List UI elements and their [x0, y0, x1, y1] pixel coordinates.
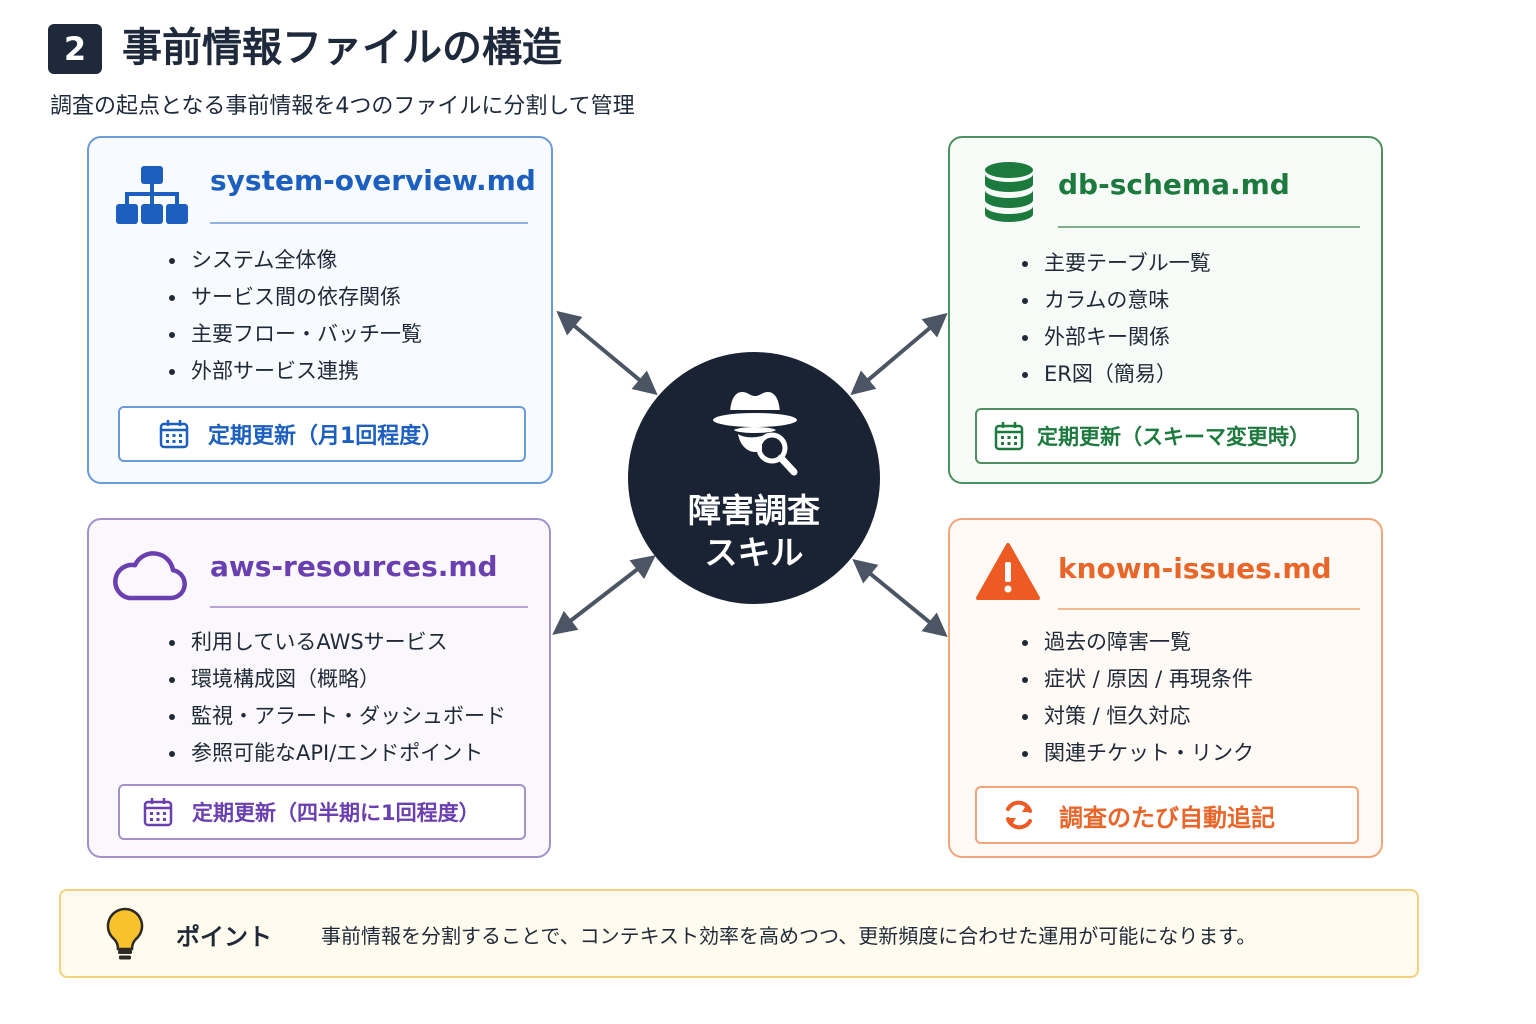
list-item: 監視・アラート・ダッシュボード	[167, 698, 506, 735]
center-skill-node: 障害調査 スキル	[628, 352, 880, 604]
card-title-underline	[1058, 608, 1360, 610]
card-filename: known-issues.md	[1058, 552, 1332, 585]
refresh-icon	[1006, 800, 1032, 830]
update-frequency-label: 定期更新（スキーマ変更時）	[1037, 425, 1310, 449]
list-item: 環境構成図（概略）	[167, 661, 506, 698]
list-item: システム全体像	[167, 242, 422, 279]
card-filename: system-overview.md	[210, 164, 536, 197]
card-known-issues: known-issues.md 過去の障害一覧 症状 / 原因 / 再現条件 対…	[948, 518, 1383, 858]
list-item: 症状 / 原因 / 再現条件	[1020, 661, 1254, 698]
arrow-aws-resources	[552, 555, 656, 635]
arrow-db-schema	[850, 312, 948, 396]
cloud-icon	[113, 551, 187, 601]
arrow-system-overview	[556, 310, 658, 396]
card-title-underline	[1058, 226, 1360, 228]
list-item: 主要テーブル一覧	[1020, 245, 1211, 282]
calendar-icon	[159, 420, 189, 449]
point-label: ポイント	[176, 923, 272, 951]
calendar-icon	[143, 798, 173, 827]
page-subtitle: 調査の起点となる事前情報を4つのファイルに分割して管理	[50, 94, 635, 119]
card-db-schema: db-schema.md 主要テーブル一覧 カラムの意味 外部キー関係 ER図（…	[948, 136, 1383, 484]
card-aws-resources: aws-resources.md 利用しているAWSサービス 環境構成図（概略）…	[87, 518, 551, 858]
card-item-list: 過去の障害一覧 症状 / 原因 / 再現条件 対策 / 恒久対応 関連チケット・…	[1020, 624, 1254, 772]
card-item-list: 利用しているAWSサービス 環境構成図（概略） 監視・アラート・ダッシュボード …	[167, 624, 506, 772]
update-frequency-box: 定期更新（四半期に1回程度）	[118, 784, 526, 840]
point-text: 事前情報を分割することで、コンテキスト効率を高めつつ、更新頻度に合わせた運用が可…	[321, 924, 1257, 948]
detective-icon	[713, 392, 798, 476]
list-item: 利用しているAWSサービス	[167, 624, 506, 661]
point-callout: ポイント 事前情報を分割することで、コンテキスト効率を高めつつ、更新頻度に合わせ…	[59, 889, 1419, 978]
list-item: 参照可能なAPI/エンドポイント	[167, 735, 506, 772]
hierarchy-icon	[116, 166, 188, 224]
list-item: ER図（簡易）	[1020, 356, 1211, 393]
card-item-list: 主要テーブル一覧 カラムの意味 外部キー関係 ER図（簡易）	[1020, 245, 1211, 393]
database-icon	[985, 162, 1033, 222]
page-title: 事前情報ファイルの構造	[122, 25, 562, 71]
center-skill-label: 障害調査 スキル	[688, 491, 820, 572]
update-frequency-label: 定期更新（四半期に1回程度）	[192, 801, 480, 825]
list-item: 対策 / 恒久対応	[1020, 698, 1254, 735]
update-frequency-label: 定期更新（月1回程度）	[208, 424, 444, 449]
list-item: カラムの意味	[1020, 282, 1211, 319]
card-filename: db-schema.md	[1058, 168, 1290, 201]
section-number-badge: 2	[48, 24, 102, 74]
calendar-icon	[994, 422, 1024, 451]
update-frequency-box: 定期更新（月1回程度）	[118, 406, 526, 462]
list-item: 外部キー関係	[1020, 319, 1211, 356]
card-title-underline	[210, 606, 528, 608]
card-system-overview: system-overview.md システム全体像 サービス間の依存関係 主要…	[87, 136, 553, 484]
list-item: 主要フロー・バッチ一覧	[167, 316, 422, 353]
list-item: 過去の障害一覧	[1020, 624, 1254, 661]
update-frequency-box: 調査のたび自動追記	[975, 786, 1359, 844]
card-filename: aws-resources.md	[210, 550, 498, 583]
update-frequency-label: 調査のたび自動追記	[1059, 803, 1275, 832]
list-item: 関連チケット・リンク	[1020, 735, 1254, 772]
list-item: サービス間の依存関係	[167, 279, 422, 316]
list-item: 外部サービス連携	[167, 353, 422, 390]
arrow-known-issues	[852, 558, 948, 638]
lightbulb-icon	[106, 907, 144, 960]
update-frequency-box: 定期更新（スキーマ変更時）	[975, 408, 1359, 464]
card-title-underline	[210, 222, 528, 224]
card-item-list: システム全体像 サービス間の依存関係 主要フロー・バッチ一覧 外部サービス連携	[167, 242, 422, 390]
warning-icon	[976, 543, 1040, 600]
